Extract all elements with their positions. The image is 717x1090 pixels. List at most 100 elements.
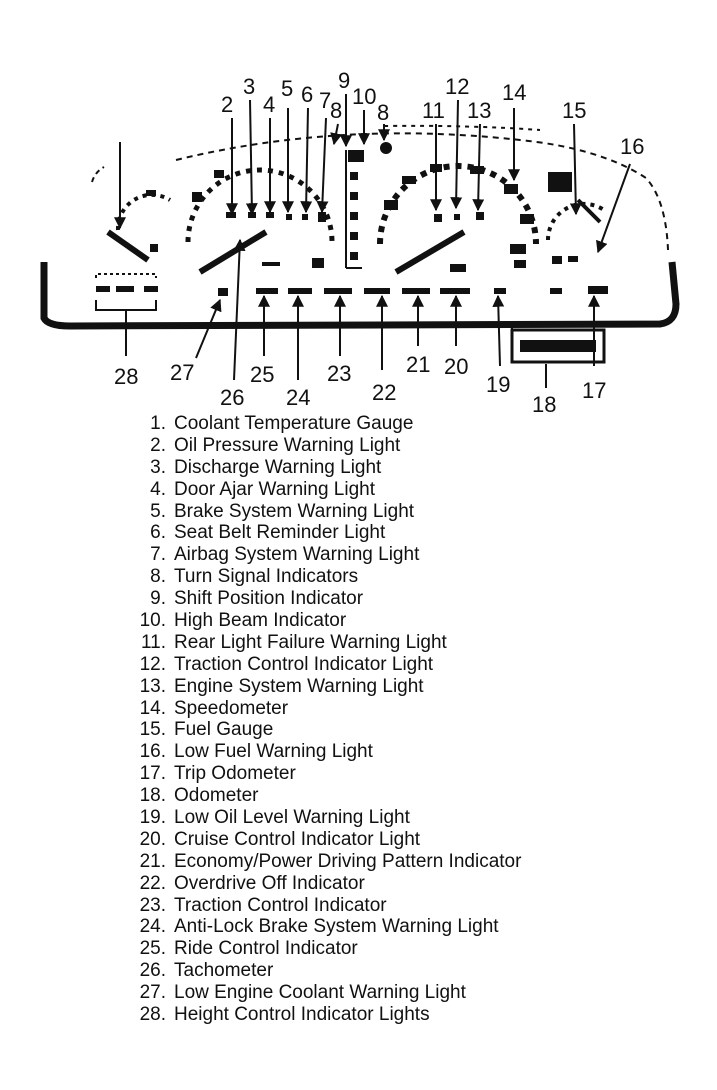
legend-item: 8. Turn Signal Indicators [128,566,521,588]
callout-18: 18 [532,392,556,417]
callout-15: 15 [562,98,586,123]
legend-item-number: 18. [139,785,166,807]
indicator-strip [96,286,608,296]
legend-item-text: Traction Control Indicator Light [174,653,434,675]
callout-13: 13 [467,98,491,123]
legend-item-number: 15. [139,719,166,741]
callout-4: 4 [263,92,275,117]
legend-item: 1.Coolant Temperature Gauge [128,413,521,435]
legend-item-number: 3. [150,456,166,478]
callout-9: 9 [338,68,350,93]
leader-26 [233,238,246,381]
legend-item-text: Height Control Indicator Lights [174,1004,430,1026]
leader-16 [596,163,631,254]
leader-13 [472,123,485,212]
callout-20: 20 [444,354,468,379]
legend-item: 16.Low Fuel Warning Light [128,741,521,763]
callout-21: 21 [406,352,430,377]
callout-8a: 8 [330,98,342,123]
legend-item-number: 22. [139,872,166,894]
legend-item: 18.Odometer [128,785,521,807]
legend-item: 27.Low Engine Coolant Warning Light [128,982,521,1004]
callout-17: 17 [582,378,606,403]
legend-item: 17. Trip Odometer [128,763,521,785]
legend-item: 7. Airbag System Warning Light [128,544,521,566]
leader-3 [245,99,258,216]
callout-24: 24 [286,385,310,410]
legend-item: 2. Oil Pressure Warning Light [128,435,521,457]
legend-item-text: Tachometer [174,960,274,982]
callout-5: 5 [281,76,293,101]
legend-item-text: Anti-Lock Brake System Warning Light [174,916,499,938]
legend-item-number: 9. [150,588,166,610]
callout-28: 28 [114,364,138,389]
leader-8a [330,123,343,146]
legend-item-text: Economy/Power Driving Pattern Indicator [174,850,522,872]
legend-item-text: Trip Odometer [174,763,296,785]
legend-item: 21. Economy/Power Driving Pattern Indicat… [128,850,522,873]
legend-item-number: 8. [150,566,166,588]
callout-3: 3 [243,74,255,99]
legend-item-number: 11. [140,631,166,653]
callout-22: 22 [372,380,396,405]
legend-item-text: Oil Pressure Warning Light [174,434,401,456]
callout-23: 23 [327,361,351,386]
leader-15 [569,123,582,216]
callout-labels: 2 3 4 5 6 7 8 9 10 8 11 12 13 14 15 16 2… [114,68,644,417]
legend-item: 20.Cruise Control Indicator Light [128,829,521,851]
callout-25: 25 [250,362,274,387]
legend-item-number: 23. [139,894,166,916]
legend-item-number: 7. [150,544,166,566]
legend-item: 22. Overdrive Off Indicator [128,873,521,895]
legend-item-text: Low Fuel Warning Light [174,741,373,763]
leader-7 [316,117,329,214]
callout-2: 2 [221,92,233,117]
legend-item-text: Low Oil Level Warning Light [174,807,410,829]
leader-6 [300,107,313,214]
legend-item-text: Rear Light Failure Warning Light [174,631,447,653]
legend-item-text: Turn Signal Indicators [174,566,359,588]
legend-item: 14. Speedometer [128,698,521,720]
callout-19: 19 [486,372,510,397]
legend-item: 4.Door Ajar Warning Light [128,479,521,501]
legend-item-text: Airbag System Warning Light [174,544,420,566]
legend-item-text: Overdrive Off Indicator [174,872,365,894]
legend-item-number: 25. [139,938,166,960]
legend-item-number: 12. [139,653,166,675]
legend-item-number: 2. [150,434,166,456]
legend-item: 23. Traction Control Indicator [128,895,521,917]
legend-item-text: Fuel Gauge [174,719,274,741]
legend-item-text: Cruise Control Indicator Light [174,828,421,850]
leader-27 [195,298,222,359]
legend-item-text: Brake System Warning Light [174,500,415,522]
legend-item-text: High Beam Indicator [174,610,347,632]
legend-item-text: Coolant Temperature Gauge [174,413,414,434]
callout-6: 6 [301,82,313,107]
legend-item-number: 17. [139,763,166,785]
callout-leaders [114,94,631,388]
callout-26: 26 [220,385,244,410]
legend-item-text: Speedometer [174,697,289,719]
cluster-housing [40,124,680,330]
legend-item-number: 21. [139,850,166,872]
callout-11: 11 [422,98,445,123]
legend-item: 15. Fuel Gauge [128,719,521,741]
height-control-bracket [95,273,157,356]
legend-item: 3.Discharge Warning Light [128,457,521,479]
leader-12 [450,99,463,210]
legend-item-text: Traction Control Indicator [174,894,387,916]
legend-item: 28.Height Control Indicator Lights [128,1004,521,1026]
legend-item-number: 26. [139,960,166,982]
legend-item: 24.Anti-Lock Brake System Warning Light [128,916,521,938]
legend-item: 5. Brake System Warning Light [128,501,521,523]
callout-16: 16 [620,134,644,159]
legend-item-number: 14. [139,697,166,719]
tachometer [185,167,335,275]
legend-item: 9.Shift Position Indicator [128,588,521,610]
legend-item: 6.Seat Belt Reminder Light [128,522,521,544]
instrument-cluster-diagram: 2 3 4 5 6 7 8 9 10 8 11 12 13 14 15 16 2… [40,68,680,417]
legend-item-text: Engine System Warning Light [174,675,424,697]
legend-item-number: 5. [150,500,166,522]
callout-14: 14 [502,80,526,105]
